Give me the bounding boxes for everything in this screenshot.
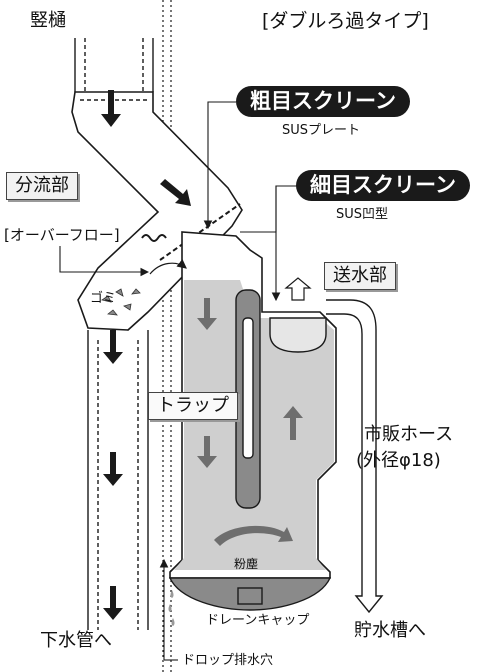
to-sewer-label: 下水管へ [40, 630, 112, 651]
downspout-label: 竪樋 [30, 10, 66, 31]
downspout-pipe [74, 38, 154, 92]
overflow-label: [オーバーフロー] [4, 226, 120, 244]
trap-wall [235, 289, 261, 509]
drip-drops [168, 590, 175, 626]
coarse-screen-material-label: SUSプレート [282, 123, 361, 138]
drain-cap-label: ドレーンキャップ [206, 613, 310, 628]
dust-label: 粉塵 [234, 557, 259, 571]
leader-lines [59, 101, 298, 661]
hose [326, 299, 377, 575]
hose-diameter-label: (外径φ18) [356, 450, 441, 471]
drip-hole-label: ドロップ排水穴 [182, 653, 274, 668]
delivery-up-arrow [284, 277, 312, 301]
trap-label: トラップ [148, 392, 238, 420]
flow-arrows-gray [197, 298, 303, 546]
fine-screen-material-label: SUS凹型 [336, 207, 389, 222]
hose-outlet-arrow [354, 575, 384, 614]
coarse-screen-plate [159, 203, 241, 261]
diagonal-pipe [71, 91, 243, 331]
debris-label: ゴミ [90, 291, 117, 306]
sewer-pipe [87, 330, 149, 630]
fine-screen-label: 細目スクリーン [296, 170, 470, 201]
hose-label: 市販ホース [364, 424, 454, 445]
delivery-label: 送水部 [324, 262, 396, 290]
fine-screen-dome [269, 317, 327, 353]
coarse-screen-label: 粗目スクリーン [236, 86, 410, 117]
to-tank-label: 貯水槽へ [354, 620, 426, 641]
debris-bits [100, 288, 141, 316]
diverter-label: 分流部 [6, 172, 78, 200]
debris-squiggle [141, 234, 167, 242]
flow-arrows-black [101, 90, 191, 620]
overflow-arrow [149, 259, 187, 275]
diagram-title: [ダブルろ過タイプ] [262, 10, 429, 32]
